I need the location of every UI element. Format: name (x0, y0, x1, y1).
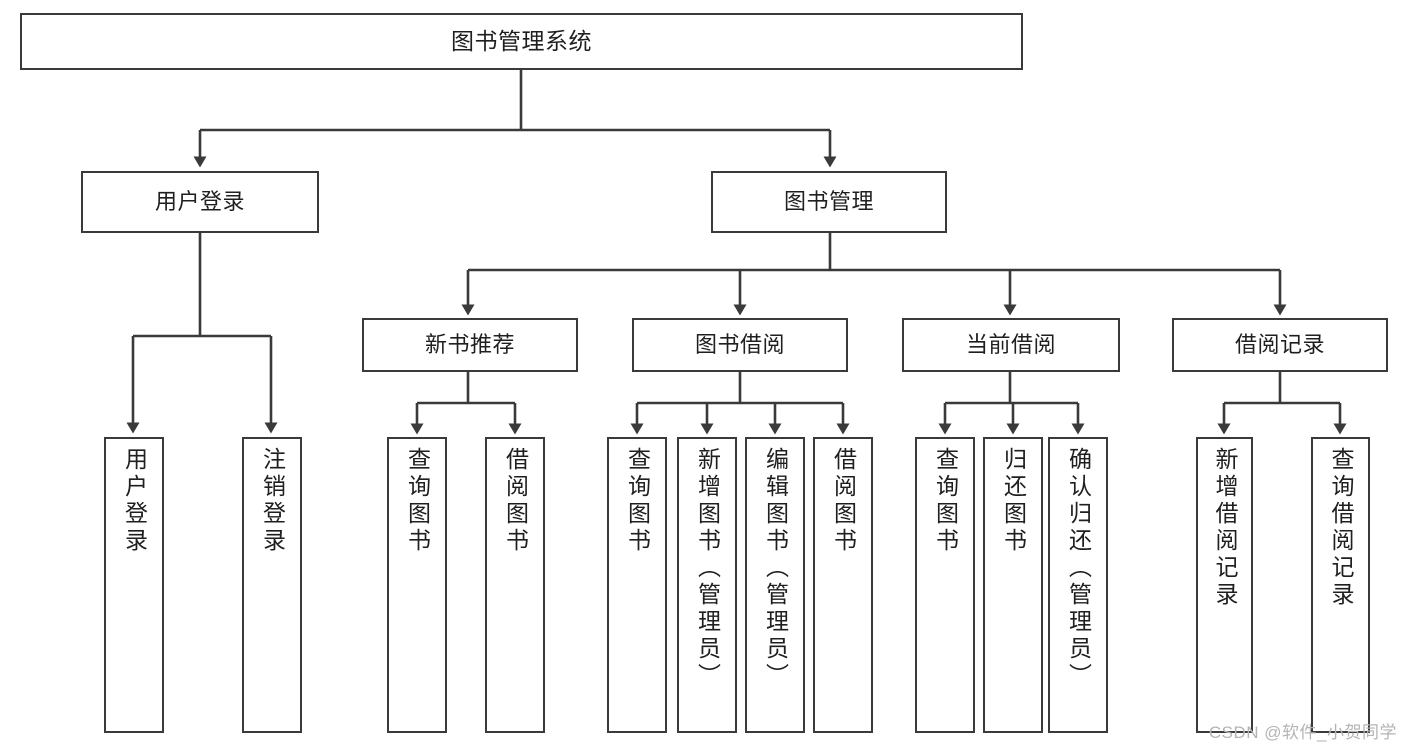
node-root-label: 图书管理系统 (451, 28, 592, 55)
leaf-logout[interactable]: 注销登录 (242, 437, 302, 733)
leaf-return-book[interactable]: 归还图书 (983, 437, 1043, 733)
leaf-user-login[interactable]: 用户登录 (104, 437, 164, 733)
node-borrow-record-label: 借阅记录 (1234, 332, 1325, 358)
leaf-add-book-admin-label: 新增图书（管理员） (694, 447, 721, 690)
leaf-edit-book-admin[interactable]: 编辑图书（管理员） (745, 437, 805, 733)
leaf-add-borrow-record-label: 新增借阅记录 (1212, 447, 1238, 609)
node-new-book-recommend[interactable]: 新书推荐 (362, 318, 578, 372)
leaf-confirm-return-admin[interactable]: 确认归还（管理员） (1048, 437, 1108, 733)
leaf-confirm-return-admin-label: 确认归还（管理员） (1065, 447, 1092, 690)
leaf-add-book-admin[interactable]: 新增图书（管理员） (677, 437, 737, 733)
node-new-book-recommend-label: 新书推荐 (424, 332, 515, 358)
leaf-return-book-label: 归还图书 (1000, 447, 1027, 555)
node-current-borrow[interactable]: 当前借阅 (902, 318, 1120, 372)
node-user-login[interactable]: 用户登录 (81, 171, 319, 233)
node-book-borrow[interactable]: 图书借阅 (632, 318, 848, 372)
node-book-manage[interactable]: 图书管理 (711, 171, 947, 233)
leaf-query-book-label: 查询图书 (624, 447, 651, 555)
leaf-query-book-current[interactable]: 查询图书 (915, 437, 975, 733)
leaf-add-borrow-record[interactable]: 新增借阅记录 (1196, 437, 1253, 733)
leaf-query-book-current-label: 查询图书 (932, 447, 959, 555)
leaf-user-login-label: 用户登录 (121, 447, 148, 555)
node-current-borrow-label: 当前借阅 (965, 332, 1056, 358)
leaf-borrow-book-recommend[interactable]: 借阅图书 (485, 437, 545, 733)
leaf-logout-label: 注销登录 (259, 447, 286, 555)
node-book-manage-label: 图书管理 (783, 189, 874, 215)
leaf-query-borrow-record[interactable]: 查询借阅记录 (1311, 437, 1370, 733)
watermark: CSDN @软件_小贺同学 (1208, 723, 1397, 742)
node-root[interactable]: 图书管理系统 (20, 13, 1023, 70)
leaf-query-book-recommend-label: 查询图书 (404, 447, 431, 555)
leaf-query-book-recommend[interactable]: 查询图书 (387, 437, 447, 733)
node-borrow-record[interactable]: 借阅记录 (1172, 318, 1388, 372)
leaf-query-borrow-record-label: 查询借阅记录 (1328, 447, 1354, 609)
node-user-login-label: 用户登录 (154, 189, 245, 215)
leaf-query-book[interactable]: 查询图书 (607, 437, 667, 733)
leaf-borrow-book-recommend-label: 借阅图书 (502, 447, 529, 555)
leaf-edit-book-admin-label: 编辑图书（管理员） (762, 447, 789, 690)
node-book-borrow-label: 图书借阅 (694, 332, 785, 358)
leaf-borrow-book-label: 借阅图书 (830, 447, 857, 555)
leaf-borrow-book[interactable]: 借阅图书 (813, 437, 873, 733)
